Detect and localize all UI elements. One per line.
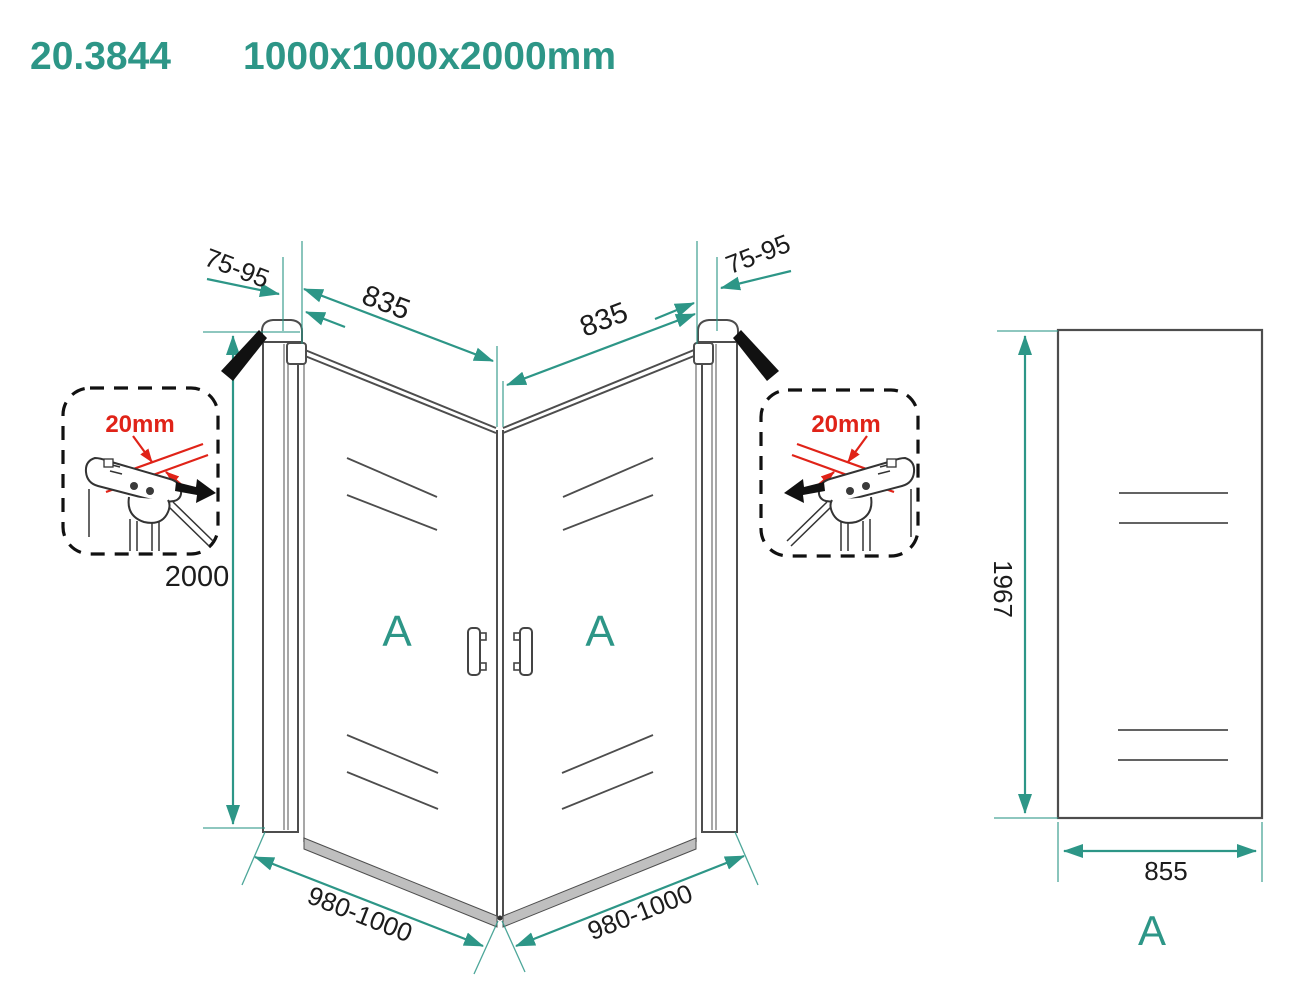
right-door-label: A [585, 607, 615, 656]
dim-glass-left: 835 [358, 279, 415, 326]
left-callout-gap-label: 20mm [105, 411, 174, 438]
overall-dimensions: 1000x1000x2000mm [243, 35, 616, 78]
right-wall-profile [693, 319, 739, 833]
left-door-label: A [382, 607, 412, 656]
side-panel-glass [1056, 328, 1264, 820]
dim-height: 2000 [165, 561, 230, 593]
dim-width-left: 980-1000 [303, 880, 416, 948]
model-number: 20.3844 [30, 35, 171, 78]
left-callout-leader [221, 330, 267, 381]
front-view: A A 835 835 75-95 75-95 [61, 228, 920, 975]
dim-glass-right: 835 [576, 296, 633, 343]
left-detail-callout: 20mm [61, 386, 220, 556]
right-callout-gap-label: 20mm [811, 411, 880, 438]
dim-panel-width: 855 [1144, 856, 1187, 886]
right-detail-callout: 20mm [759, 388, 920, 558]
right-callout-leader [733, 330, 779, 381]
glass-reflections [346, 457, 654, 810]
left-wall-profile [261, 319, 307, 833]
side-panel-label: A [1138, 907, 1166, 954]
extension-lines [203, 241, 759, 975]
side-view: 1967 855 A [988, 328, 1264, 954]
right-door-handle [513, 627, 533, 676]
dim-panel-height: 1967 [988, 560, 1018, 618]
side-panel-reflections [1118, 492, 1228, 761]
left-door-handle [467, 627, 487, 676]
